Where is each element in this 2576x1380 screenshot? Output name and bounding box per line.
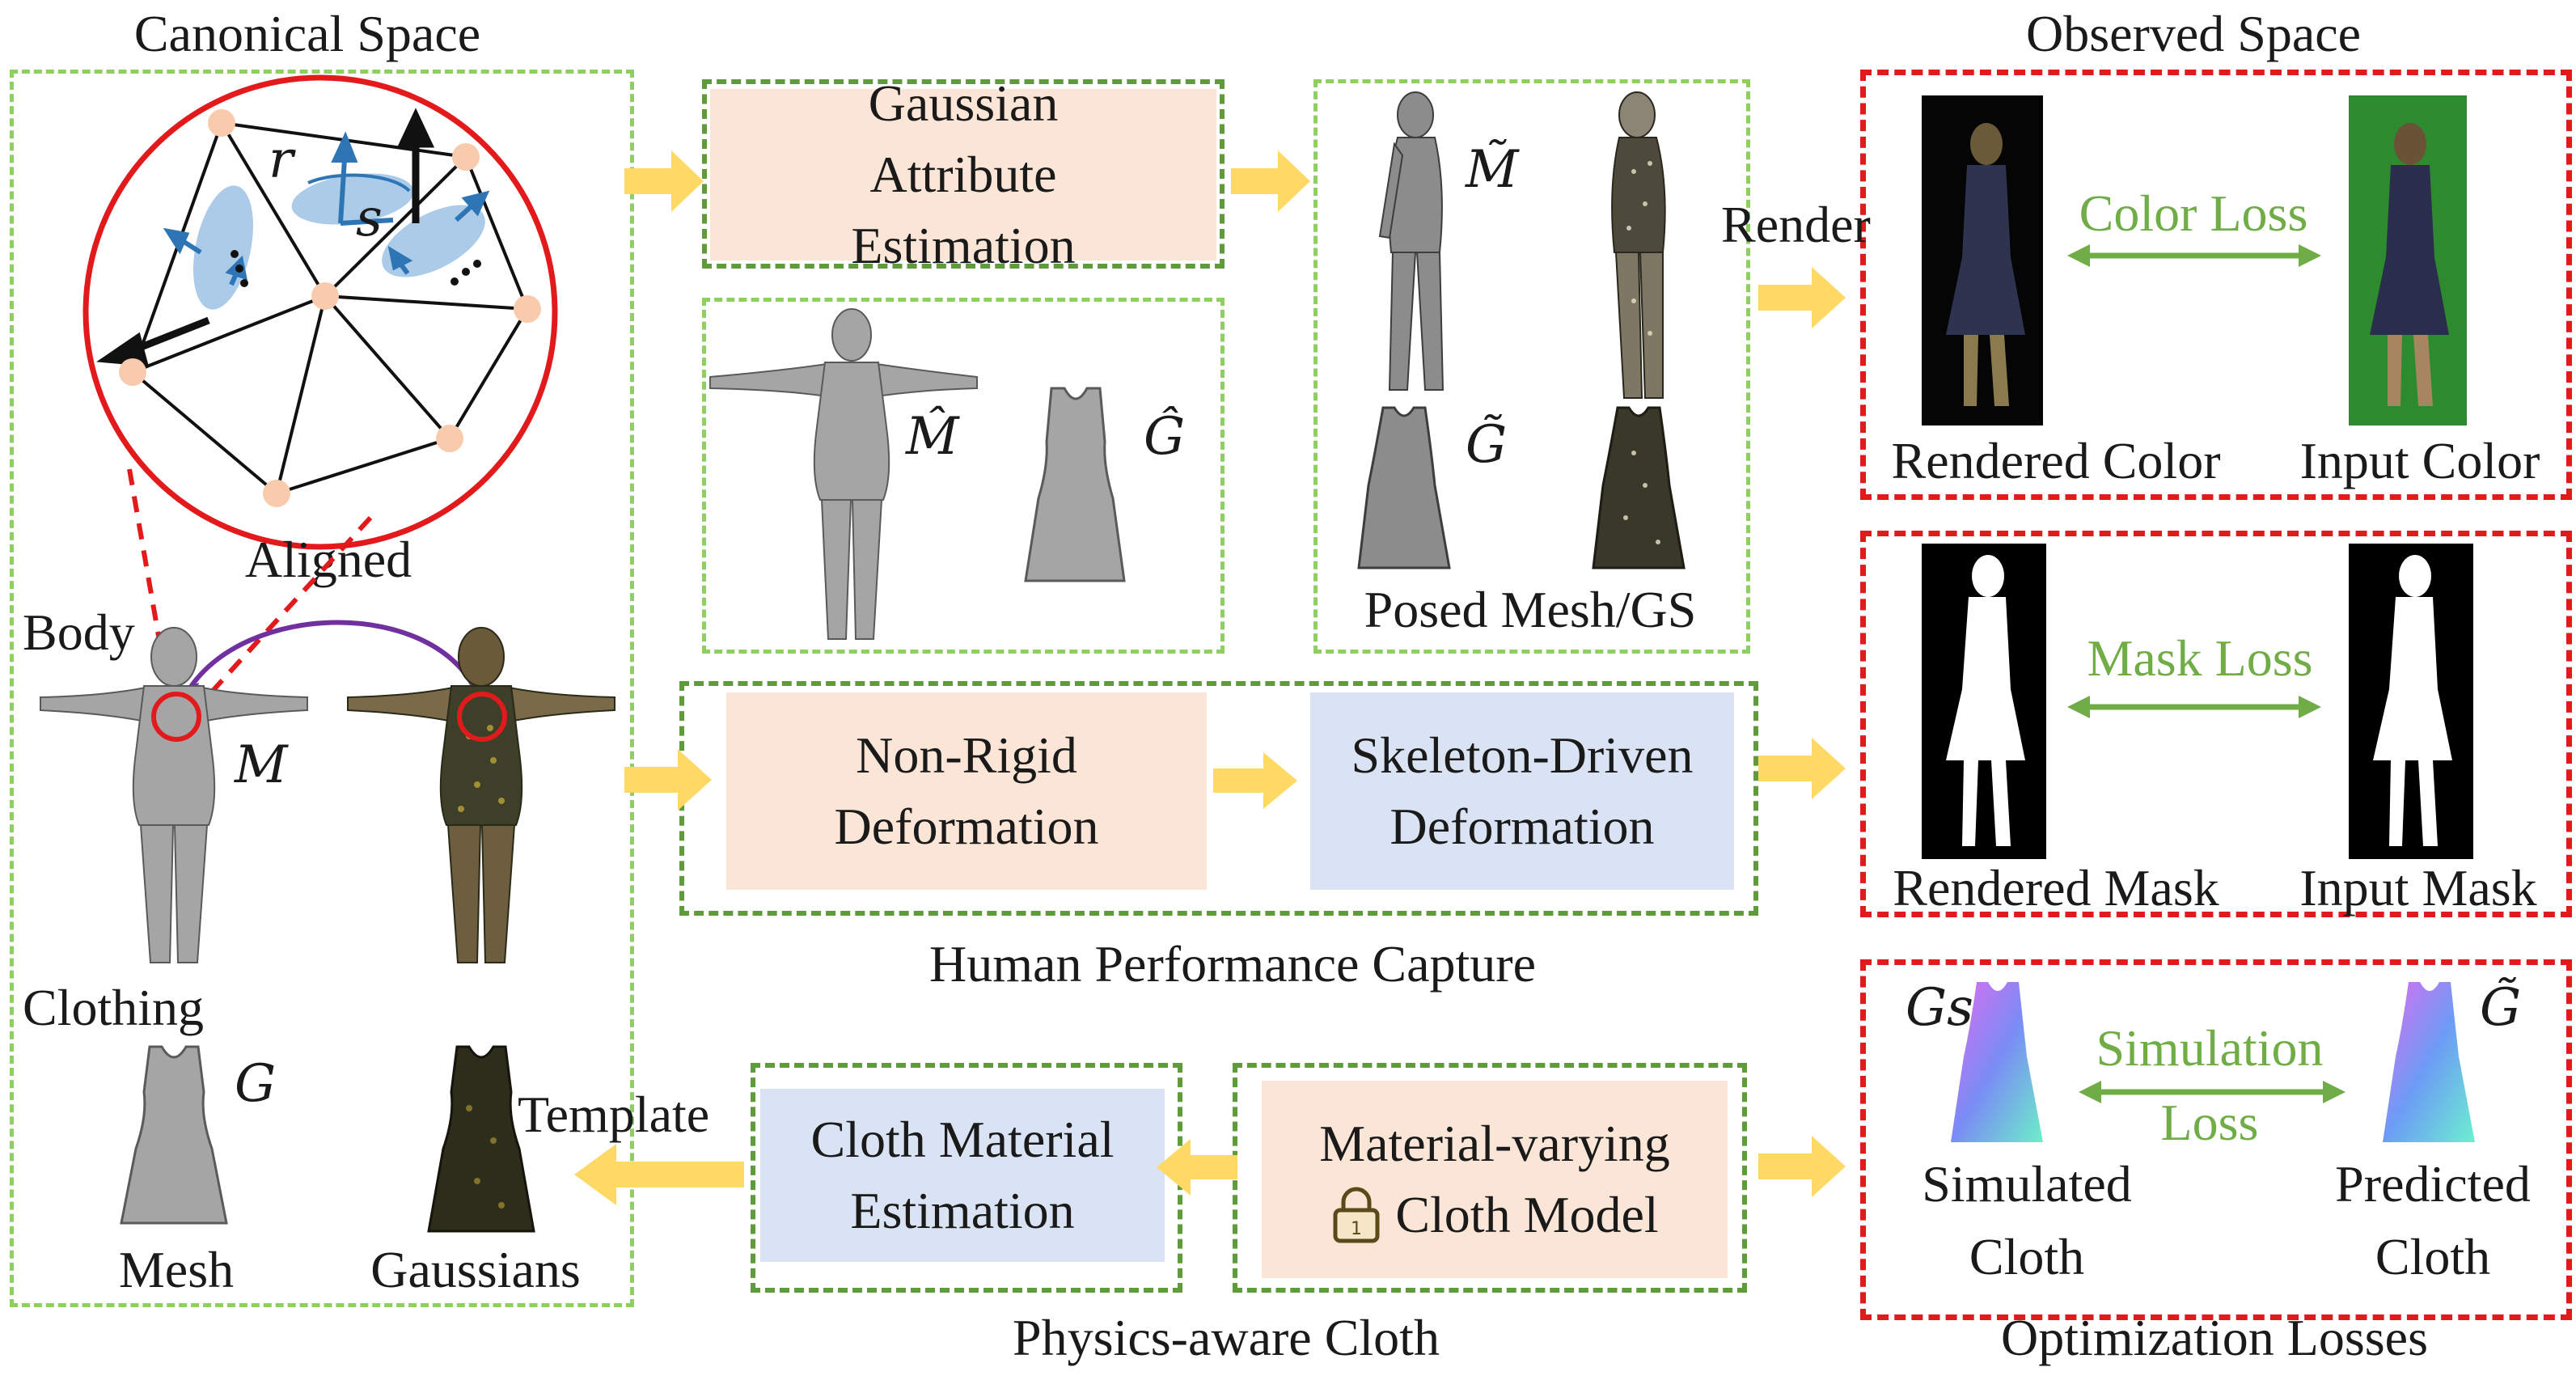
svg-text:1: 1 bbox=[1351, 1219, 1362, 1239]
clothing-gaussians-figure bbox=[421, 1043, 542, 1238]
gaussian-attr-text: Gaussian Attribute Estimation bbox=[851, 74, 1076, 274]
body-gaussians-figure bbox=[332, 623, 631, 979]
rendered-mask-image bbox=[1922, 544, 2046, 859]
body-label: Body bbox=[23, 603, 135, 661]
body-mesh-figure bbox=[24, 623, 324, 979]
rendered-color-image bbox=[1922, 95, 2043, 425]
rest-body-mesh bbox=[702, 306, 985, 646]
sim-loss-region bbox=[1860, 959, 2572, 1320]
gaussian-attribute-estimation-box: Gaussian Attribute Estimation bbox=[710, 74, 1216, 274]
skeleton-driven-deformation-box: Skeleton-Driven Deformation bbox=[1310, 692, 1734, 890]
symbol-r: r bbox=[269, 130, 294, 190]
rest-mesh-region bbox=[702, 298, 1225, 654]
arrow-to-mask bbox=[1758, 738, 1846, 799]
input-mask-image bbox=[2349, 544, 2473, 859]
arrow-to-sim-loss bbox=[1758, 1136, 1846, 1197]
cloth-material-estimation-box: Cloth Material Estimation bbox=[760, 1089, 1165, 1262]
physics-title: Physics-aware Cloth bbox=[1013, 1309, 1440, 1366]
symbol-G: G bbox=[235, 1054, 277, 1114]
sim-loss-line2: Loss bbox=[2160, 1094, 2259, 1151]
symbol-G-tilde-posed: G̃ bbox=[1466, 415, 1508, 475]
simulated-line2: Cloth bbox=[1969, 1228, 2085, 1285]
posed-body-gaussians bbox=[1585, 91, 1690, 406]
symbol-M-hat: M̂ bbox=[906, 407, 959, 467]
predicted-cloth-image bbox=[2373, 979, 2486, 1149]
symbol-G-hat: Ĝ bbox=[1144, 407, 1186, 467]
observed-space-title: Observed Space bbox=[2025, 5, 2362, 62]
non-rigid-deformation-box: Non-Rigid Deformation bbox=[726, 692, 1207, 890]
sim-loss-arrow bbox=[2079, 1081, 2345, 1103]
aligned-label: Aligned bbox=[244, 531, 412, 588]
skeleton-text: Skeleton-Driven Deformation bbox=[1351, 726, 1694, 855]
rest-cloth-mesh bbox=[1019, 385, 1132, 587]
aligned-gaussian-zoom bbox=[78, 70, 563, 555]
posed-cloth-mesh bbox=[1351, 404, 1456, 574]
symbol-M: M bbox=[235, 735, 288, 795]
posed-body-mesh bbox=[1359, 91, 1464, 398]
template-label: Template bbox=[518, 1086, 710, 1143]
canonical-space-region bbox=[10, 70, 634, 1307]
arrow-to-template bbox=[574, 1144, 744, 1205]
input-color-label: Input Color bbox=[2299, 432, 2540, 489]
arrow-to-cloth-material bbox=[1157, 1139, 1237, 1196]
material-varying-line1: Material-varying bbox=[1319, 1115, 1670, 1172]
mesh-label: Mesh bbox=[118, 1241, 235, 1298]
symbol-s: s bbox=[356, 188, 383, 248]
arrow-to-skeleton bbox=[1213, 752, 1297, 809]
canonical-space-title: Canonical Space bbox=[133, 5, 481, 62]
clothing-mesh-figure bbox=[113, 1043, 235, 1230]
cloth-material-text: Cloth Material Estimation bbox=[810, 1111, 1115, 1239]
gaussians-label: Gaussians bbox=[370, 1241, 581, 1298]
arrow-to-posed bbox=[1231, 150, 1310, 212]
posed-mesh-region bbox=[1313, 79, 1750, 654]
posed-mesh-gs-label: Posed Mesh/GS bbox=[1364, 581, 1697, 638]
rendered-color-label: Rendered Color bbox=[1891, 432, 2221, 489]
mask-loss-arrow bbox=[2067, 696, 2321, 718]
simulated-cloth-image bbox=[1941, 979, 2054, 1149]
predicted-line1: Predicted bbox=[2335, 1155, 2531, 1213]
simulated-line1: Simulated bbox=[1922, 1155, 2132, 1213]
mask-loss-label: Mask Loss bbox=[2087, 629, 2313, 687]
arrow-to-non-rigid bbox=[624, 749, 712, 811]
clothing-label: Clothing bbox=[23, 979, 205, 1036]
gaussian-attr-region bbox=[702, 79, 1225, 269]
mask-loss-region bbox=[1860, 531, 2572, 917]
symbol-G-tilde-pred: G̃ bbox=[2480, 978, 2522, 1038]
sim-loss-line1: Simulation bbox=[2096, 1019, 2324, 1077]
symbol-Gs: Gs bbox=[1906, 978, 1973, 1038]
input-mask-label: Input Mask bbox=[2299, 859, 2537, 916]
material-varying-cloth-model-box: Material-varying 1 Cloth Model bbox=[1262, 1081, 1728, 1278]
input-color-image bbox=[2349, 95, 2467, 425]
non-rigid-text: Non-Rigid Deformation bbox=[834, 726, 1099, 855]
posed-cloth-gaussians bbox=[1585, 404, 1690, 574]
hpc-title: Human Performance Capture bbox=[929, 935, 1536, 993]
optimization-losses-title: Optimization Losses bbox=[2001, 1309, 2428, 1366]
rendered-mask-label: Rendered Mask bbox=[1893, 859, 2219, 916]
color-loss-label: Color Loss bbox=[2079, 184, 2308, 242]
render-label: Render bbox=[1721, 196, 1871, 253]
color-loss-region bbox=[1860, 70, 2572, 500]
arrow-to-gaussian-attr bbox=[624, 150, 704, 212]
color-loss-arrow bbox=[2067, 244, 2321, 267]
material-varying-line2: Cloth Model bbox=[1395, 1186, 1659, 1243]
symbol-M-tilde: M̃ bbox=[1466, 140, 1519, 200]
predicted-line2: Cloth bbox=[2375, 1228, 2491, 1285]
lock-icon: 1 bbox=[1333, 1187, 1380, 1243]
arrow-render bbox=[1758, 267, 1846, 328]
